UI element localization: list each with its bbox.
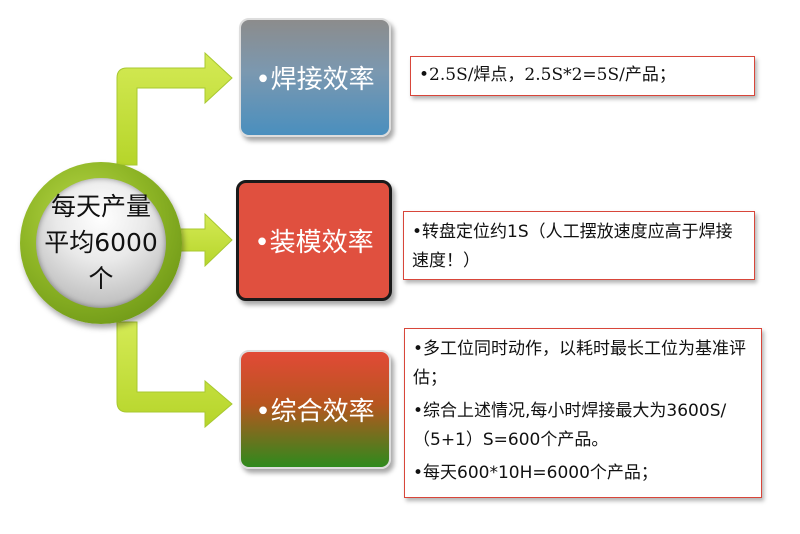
hub-inner-disc: 每天产量平均6000个 xyxy=(36,178,166,308)
hub-circle: 每天产量平均6000个 xyxy=(20,162,182,324)
welding-efficiency-label: •焊接效率 xyxy=(255,65,375,95)
overall-efficiency-label: •综合效率 xyxy=(255,397,375,427)
arrow-to-welding xyxy=(116,51,233,166)
description-line: •多工位同时动作，以耗时最长工位为基准评估； xyxy=(413,339,747,388)
overall-description: •多工位同时动作，以耗时最长工位为基准评估； •综合上述情况,每小时焊接最大为3… xyxy=(404,328,762,498)
molding-efficiency-box: •装模效率 xyxy=(236,180,392,301)
hub-label: 每天产量平均6000个 xyxy=(44,192,158,293)
molding-efficiency-label: •装模效率 xyxy=(254,228,374,258)
description-line: •综合上述情况,每小时焊接最大为3600S/（5+1）S=600个产品。 xyxy=(413,401,727,450)
arrow-to-molding xyxy=(179,212,233,268)
arrow-to-overall xyxy=(116,321,233,429)
description-line: •每天600*10H=6000个产品； xyxy=(413,463,658,483)
overall-efficiency-box: •综合效率 xyxy=(239,350,391,469)
description-line: •转盘定位约1S（人工摆放速度应高于焊接速度！） xyxy=(412,222,733,271)
welding-description: •2.5S/焊点，2.5S*2=5S/产品； xyxy=(410,56,755,96)
molding-description: •转盘定位约1S（人工摆放速度应高于焊接速度！） xyxy=(403,211,755,280)
welding-efficiency-box: •焊接效率 xyxy=(239,18,391,137)
description-line: •2.5S/焊点，2.5S*2=5S/产品； xyxy=(419,65,676,85)
